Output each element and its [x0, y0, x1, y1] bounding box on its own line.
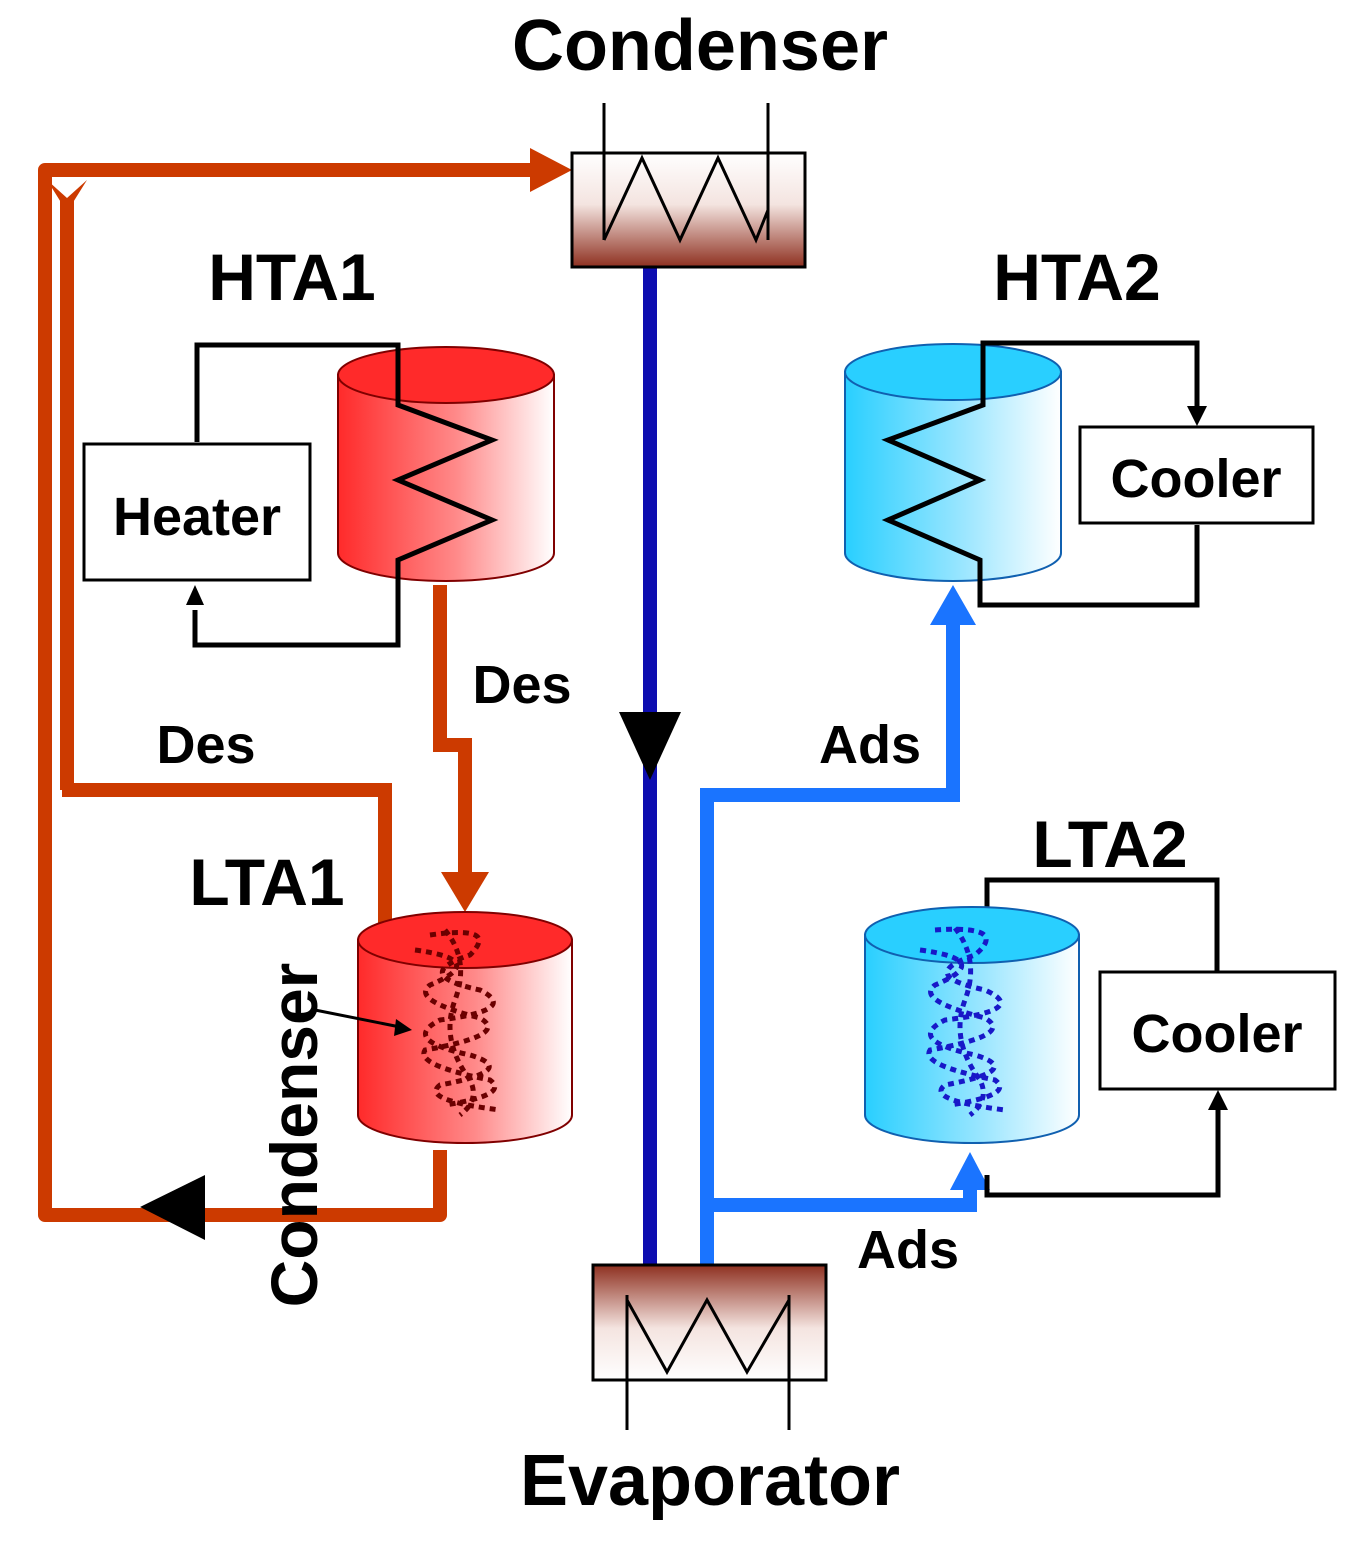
- heater-box: [82, 442, 312, 582]
- evaporator-to-hta2-pipe: [700, 620, 960, 1268]
- arrow-down-refrigerant: [619, 712, 681, 780]
- lta2-inner-coil: [919, 926, 1006, 1117]
- evaporator-heat-exchanger: [591, 1263, 828, 1382]
- hta1-label: HTA1: [208, 240, 375, 314]
- condenser-pointer-line: [314, 1008, 406, 1030]
- condenser-pointer-arrowhead: [394, 1019, 412, 1036]
- lta1-inner-coil: [414, 928, 501, 1117]
- hta2-cooling-coil: [881, 340, 1200, 608]
- condenser-side-label: Condenser: [257, 963, 331, 1308]
- evaporator-coil: [625, 1296, 791, 1376]
- heater-label: Heater: [113, 487, 281, 547]
- arrow-left-bottom: [140, 1175, 205, 1240]
- condenser-title: Condenser: [512, 6, 888, 86]
- hta1-heating-coil: [192, 342, 499, 648]
- cooler-box-top: [1078, 425, 1315, 525]
- arrow-into-heater: [186, 585, 204, 605]
- cooler-bottom-label: Cooler: [1131, 1004, 1302, 1064]
- des-left-label: Des: [156, 715, 255, 775]
- arrow-into-lta2: [950, 1152, 990, 1190]
- hta2-vessel: [844, 343, 1062, 582]
- lta1-label: LTA1: [189, 845, 344, 919]
- hta1-vessel: [337, 346, 555, 582]
- lta2-label: LTA2: [1032, 807, 1187, 881]
- lta2-return-line: [984, 1110, 1221, 1198]
- cooler-box-bottom: [1098, 970, 1337, 1091]
- condenser-coil: [602, 154, 770, 244]
- desorption-return-pipe: [38, 163, 540, 1222]
- arrow-into-lta1: [441, 872, 489, 912]
- arrow-into-cooler-bottom: [1208, 1090, 1228, 1110]
- evaporator-to-lta2-pipe: [707, 1180, 977, 1212]
- lta2-vessel: [864, 906, 1080, 1144]
- arrow-into-hta2: [930, 585, 976, 625]
- hta1-to-lta1-pipe: [433, 585, 472, 880]
- hta2-label: HTA2: [993, 240, 1160, 314]
- arrow-to-condenser: [530, 148, 572, 192]
- evaporator-title: Evaporator: [520, 1441, 900, 1521]
- cooler-top-label: Cooler: [1110, 449, 1281, 509]
- arrow-into-cooler-top: [1187, 406, 1207, 426]
- des-center-label: Des: [472, 655, 571, 715]
- ads-lower-label: Ads: [857, 1220, 959, 1280]
- ads-upper-label: Ads: [819, 715, 921, 775]
- lta1-to-left-pipe: [62, 783, 392, 925]
- condenser-heat-exchanger: [570, 151, 807, 269]
